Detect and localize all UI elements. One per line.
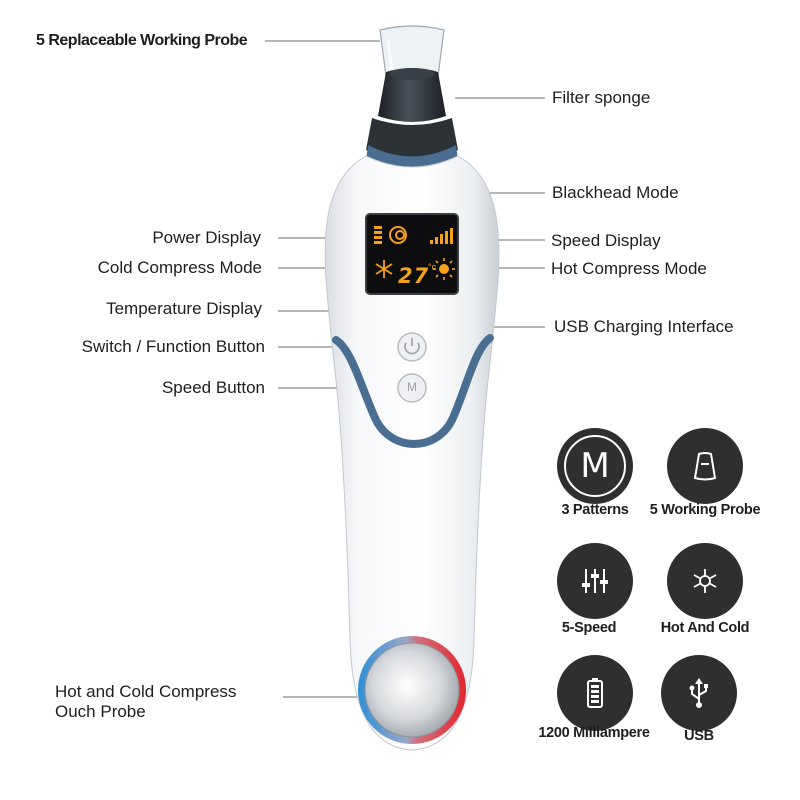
m-letter-glyph: M bbox=[580, 446, 610, 486]
sliders-icon bbox=[557, 543, 633, 619]
speed-button-glyph[interactable]: M bbox=[407, 380, 417, 394]
label-speed-button: Speed Button bbox=[161, 378, 265, 397]
label-usb-charging-interface: USB Charging Interface bbox=[554, 317, 734, 336]
feature-label-patterns: 3 Patterns bbox=[561, 502, 629, 518]
feature-label-hot-cold: Hot And Cold bbox=[660, 620, 750, 636]
lcd-sun-icon bbox=[433, 258, 455, 280]
label-filter-sponge: Filter sponge bbox=[552, 88, 651, 107]
label-switch-function-button: Switch / Function Button bbox=[81, 337, 265, 356]
feature-label-working-probe: 5 Working Probe bbox=[649, 502, 761, 518]
label-hot-compress-mode: Hot Compress Mode bbox=[551, 259, 707, 278]
label-replaceable-probe: 5 Replaceable Working Probe bbox=[36, 32, 248, 49]
m-letter-icon: M bbox=[557, 428, 633, 504]
label-cold-compress-mode: Cold Compress Mode bbox=[97, 258, 262, 277]
label-temperature-display: Temperature Display bbox=[106, 299, 262, 318]
usb-icon bbox=[661, 655, 737, 731]
label-compress-probe-line2: Ouch Probe bbox=[55, 702, 146, 721]
feature-label-speed: 5-Speed bbox=[561, 620, 617, 636]
lcd-snowflake-icon bbox=[375, 260, 393, 278]
feature-label-battery: 1200 Milliampere bbox=[538, 725, 650, 741]
label-compress-probe-line1: Hot and Cold Compress bbox=[55, 682, 237, 701]
lcd-temperature-unit: °c bbox=[428, 262, 437, 272]
label-power-display: Power Display bbox=[152, 228, 261, 247]
probe-icon bbox=[667, 428, 743, 504]
label-speed-display: Speed Display bbox=[551, 231, 661, 250]
label-blackhead-mode: Blackhead Mode bbox=[552, 183, 679, 202]
battery-icon bbox=[557, 655, 633, 731]
snowflake-sun-icon bbox=[667, 543, 743, 619]
lcd-temperature: 27 bbox=[398, 264, 430, 288]
feature-label-usb: USB bbox=[684, 728, 714, 744]
